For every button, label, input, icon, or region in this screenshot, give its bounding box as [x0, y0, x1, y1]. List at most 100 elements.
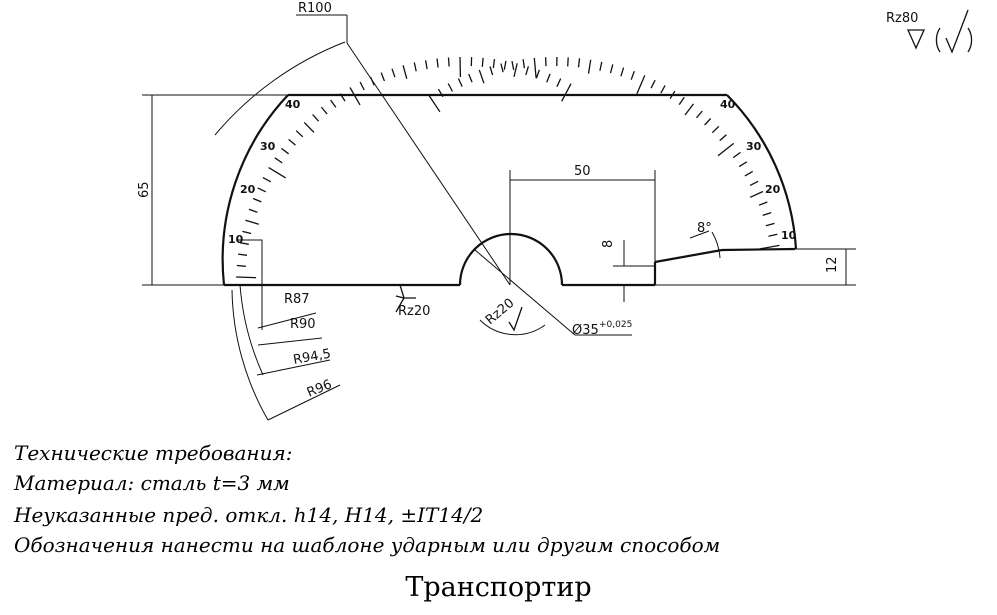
scale-tick: [535, 69, 541, 79]
scale-tick: [758, 201, 768, 206]
dim-bore-tolerance: +0,025: [599, 320, 632, 330]
scale-tick: [765, 222, 775, 227]
scale-tick: [492, 59, 496, 69]
scale-tick: [248, 208, 258, 213]
scale-right-20: 20: [765, 183, 781, 196]
scale-tick: [245, 219, 259, 225]
scale-tick: [749, 180, 759, 186]
scale-tick: [424, 60, 428, 70]
dim-r100: R100: [298, 1, 332, 16]
scale-tick: [369, 76, 375, 86]
scale-tick: [717, 142, 735, 157]
scale-tick: [678, 96, 685, 105]
scale-tick: [577, 58, 581, 68]
scale-tick: [436, 58, 439, 68]
scale-tick: [587, 59, 592, 74]
scale-tick: [696, 110, 703, 119]
scale-tick: [437, 88, 444, 98]
scale-tick: [428, 94, 441, 113]
scale-left-40: 40: [285, 98, 301, 111]
scale-tick: [738, 161, 748, 168]
scale-tick: [295, 130, 304, 138]
scale-tick: [481, 57, 484, 67]
scale-tick: [330, 99, 337, 108]
requirement-material: Материал: сталь t=3 мм: [14, 471, 290, 495]
scale-tick: [339, 93, 346, 102]
scale-left-30: 30: [260, 140, 276, 153]
scale-tick: [380, 72, 386, 82]
scale-tick: [478, 69, 485, 84]
scale-tick: [359, 81, 365, 91]
scale-tick: [744, 170, 754, 177]
scale-tick: [546, 73, 551, 83]
scale-tick: [312, 114, 320, 122]
technical-drawing: R100 65 50 8 12 8° Ø35 +0,025 R87 R90 R9…: [137, 1, 973, 421]
scale-tick: [636, 75, 646, 95]
scale-tick: [413, 62, 417, 72]
scale-tick: [274, 157, 283, 164]
left-angle-scale: [236, 56, 572, 279]
scale-tick: [620, 67, 625, 77]
scale-tick: [457, 78, 463, 87]
requirements-title: Технические требования:: [14, 441, 293, 465]
requirement-marking: Обозначения нанести на шаблоне ударным и…: [14, 533, 721, 557]
scale-tick: [660, 85, 666, 94]
dimension-lines: [142, 14, 856, 421]
scale-tick: [503, 60, 507, 70]
dim-angle: 8°: [697, 221, 712, 236]
dim-r945: R94,5: [292, 347, 332, 368]
scale-tick: [609, 64, 614, 74]
dim-bore-diameter: Ø35: [572, 323, 599, 338]
scale-right-40: 40: [720, 98, 736, 111]
scale-tick: [669, 90, 676, 100]
scale-tick: [768, 233, 778, 237]
drawing-title: Транспортир: [405, 572, 592, 603]
scale-tick: [391, 68, 396, 78]
scale-tick: [511, 60, 515, 71]
scale-tick: [242, 230, 252, 235]
scale-tick: [236, 264, 246, 267]
scale-right-30: 30: [746, 140, 762, 153]
scale-tick: [599, 61, 603, 71]
roughness-general-label: Rz80: [886, 11, 918, 26]
scale-tick: [567, 57, 569, 67]
scale-tick: [561, 83, 572, 102]
scale-tick: [759, 244, 780, 250]
scale-right-10: 10: [781, 229, 797, 242]
roughness-symbols: [395, 9, 973, 332]
scale-left-20: 20: [240, 183, 256, 196]
scale-left-10: 10: [228, 233, 244, 246]
roughness-bottom-label: Rz20: [398, 304, 430, 319]
scale-tick: [500, 63, 504, 73]
scale-tick: [447, 57, 450, 67]
scale-tick: [268, 167, 287, 179]
dim-r87: R87: [284, 292, 310, 307]
scale-tick: [447, 83, 454, 92]
requirement-tolerances: Неуказанные пред. откл. h14, H14, ±IT14/…: [14, 503, 484, 527]
scale-tick: [303, 121, 315, 133]
scale-tick: [711, 125, 720, 134]
scale-tick: [257, 187, 267, 193]
scale-tick: [684, 103, 695, 116]
scale-tick: [320, 106, 328, 115]
right-angle-scale: [428, 56, 780, 250]
scale-tick: [288, 138, 296, 146]
dim-step-8: 8: [601, 240, 616, 248]
scale-tick: [489, 66, 494, 76]
scale-tick: [719, 134, 727, 142]
scale-tick: [525, 66, 530, 76]
scale-tick: [468, 73, 473, 83]
roughness-bore-label: Rz20: [483, 296, 517, 328]
dim-r96: R96: [305, 377, 334, 400]
scale-tick: [704, 118, 712, 126]
scale-tick: [732, 151, 741, 159]
scale-tick: [252, 197, 262, 203]
scale-tick: [513, 63, 518, 78]
dim-height-65: 65: [137, 181, 152, 198]
scale-tick: [522, 59, 526, 69]
scale-tick: [236, 276, 257, 279]
scale-tick: [281, 147, 289, 155]
scale-tick: [402, 65, 408, 79]
dim-r90: R90: [290, 317, 316, 332]
scale-tick: [533, 57, 537, 78]
